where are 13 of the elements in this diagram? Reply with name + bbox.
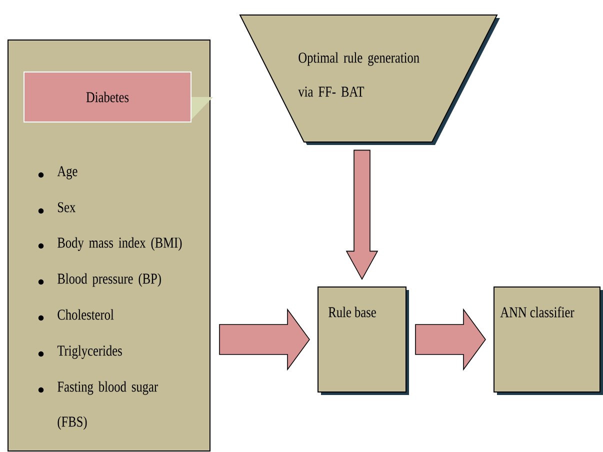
block-arrow [346, 150, 378, 280]
bullet-item: Fasting blood sugar (FBS) [38, 381, 158, 430]
bullet-item: Blood pressure (BP) [38, 273, 161, 287]
bullet-item: Triglycerides [38, 345, 122, 359]
bullet-item: Cholesterol [38, 309, 114, 321]
bullet-item: Sex [38, 202, 76, 214]
header-box: Diabetes [24, 72, 192, 122]
block-arrow [415, 308, 486, 371]
block-arrow [219, 308, 310, 371]
bullet-item: Body mass index (BMI) [38, 237, 182, 251]
bullet-item: Age [38, 166, 78, 180]
process-box: ANN classifier [494, 286, 603, 395]
process-box: Rule base [318, 286, 409, 395]
